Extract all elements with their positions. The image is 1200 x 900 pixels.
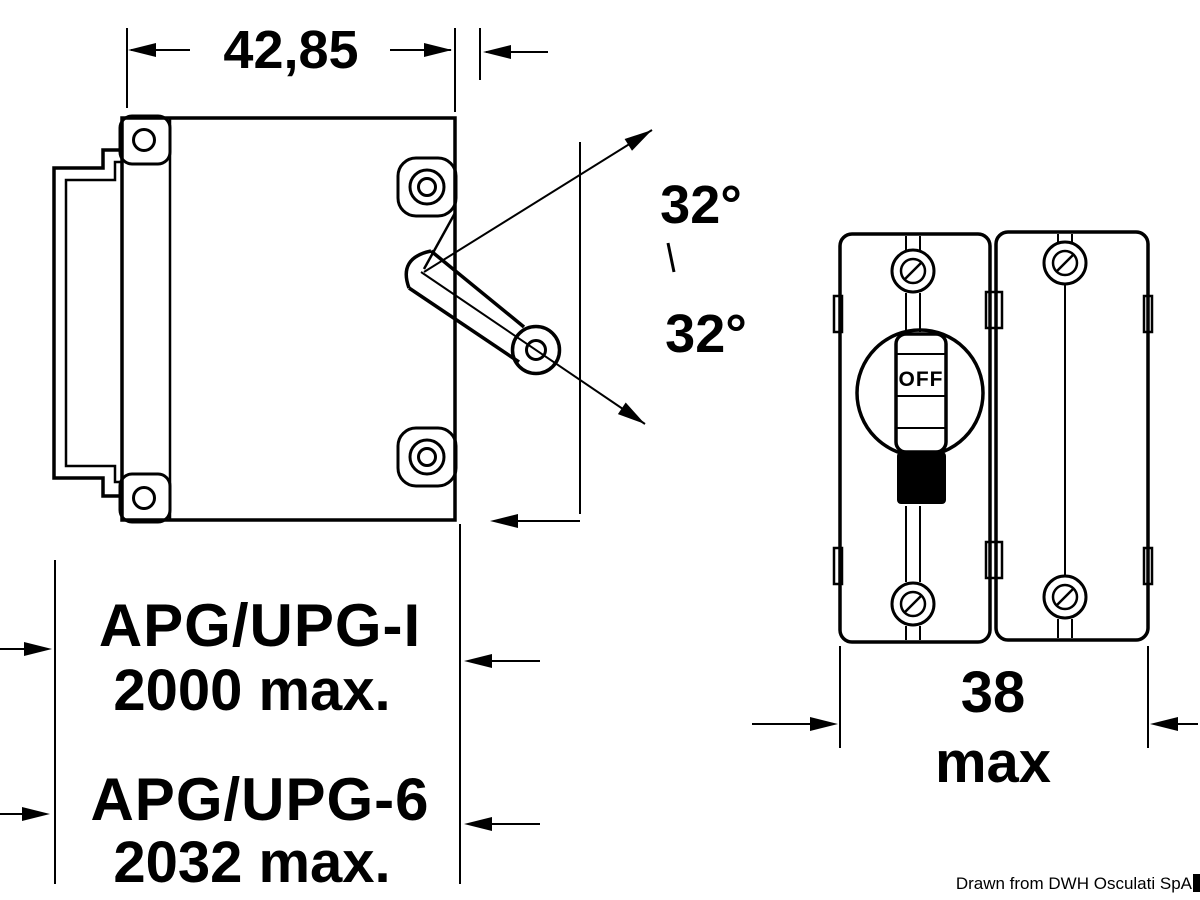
dim-width-38: 38 max <box>752 646 1198 795</box>
boss-bottom <box>396 426 458 488</box>
model-length-2: 2032 max. <box>113 830 390 895</box>
toggle-lever <box>404 212 562 376</box>
dim-38-value: 38 <box>961 660 1026 725</box>
dim-38-unit: max <box>935 730 1051 795</box>
model-label-1: APG/UPG-I <box>99 592 421 659</box>
angle-label-lower: 32° <box>665 304 747 364</box>
flange-tab-top <box>118 114 172 166</box>
boss-top <box>396 156 458 218</box>
side-view: 42,85 32° 32° APG/UPG-I <box>0 20 747 895</box>
screw-top-right <box>1042 234 1088 286</box>
model-label-2: APG/UPG-6 <box>90 766 429 833</box>
toggle-state-label: OFF <box>899 368 944 391</box>
toggle-bat <box>894 332 948 454</box>
model-length-1: 2000 max. <box>113 658 390 723</box>
cut-off-mark <box>1193 874 1200 892</box>
flange-tab-bottom <box>118 472 172 524</box>
screw-bottom-left <box>890 581 936 640</box>
mounting-bracket <box>52 148 122 498</box>
screw-bottom-right <box>1042 574 1088 638</box>
screw-top-left <box>890 236 936 294</box>
dim-width-label: 42,85 <box>223 20 358 80</box>
dim-width-42-85: 42,85 <box>126 20 548 112</box>
footer: Drawn from DWH Osculati SpA <box>956 874 1200 893</box>
breaker-body-side <box>118 114 458 524</box>
breaker-body-front <box>832 230 1154 644</box>
toggle-knob <box>510 324 562 376</box>
pole-centerlines <box>905 285 1066 582</box>
toggle-boot: OFF <box>855 328 985 504</box>
dim-overall-length: APG/UPG-I 2000 max. APG/UPG-6 2032 max. <box>0 524 540 895</box>
credit-text: Drawn from DWH Osculati SpA <box>956 874 1193 893</box>
flange-hole-top <box>132 128 156 152</box>
front-view: OFF 38 max <box>752 230 1198 795</box>
dim-toggle-angles: 32° 32° <box>420 129 747 528</box>
toggle-handle <box>897 452 946 504</box>
flange-hole-bottom <box>132 486 156 510</box>
angle-label-upper: 32° <box>660 175 742 235</box>
